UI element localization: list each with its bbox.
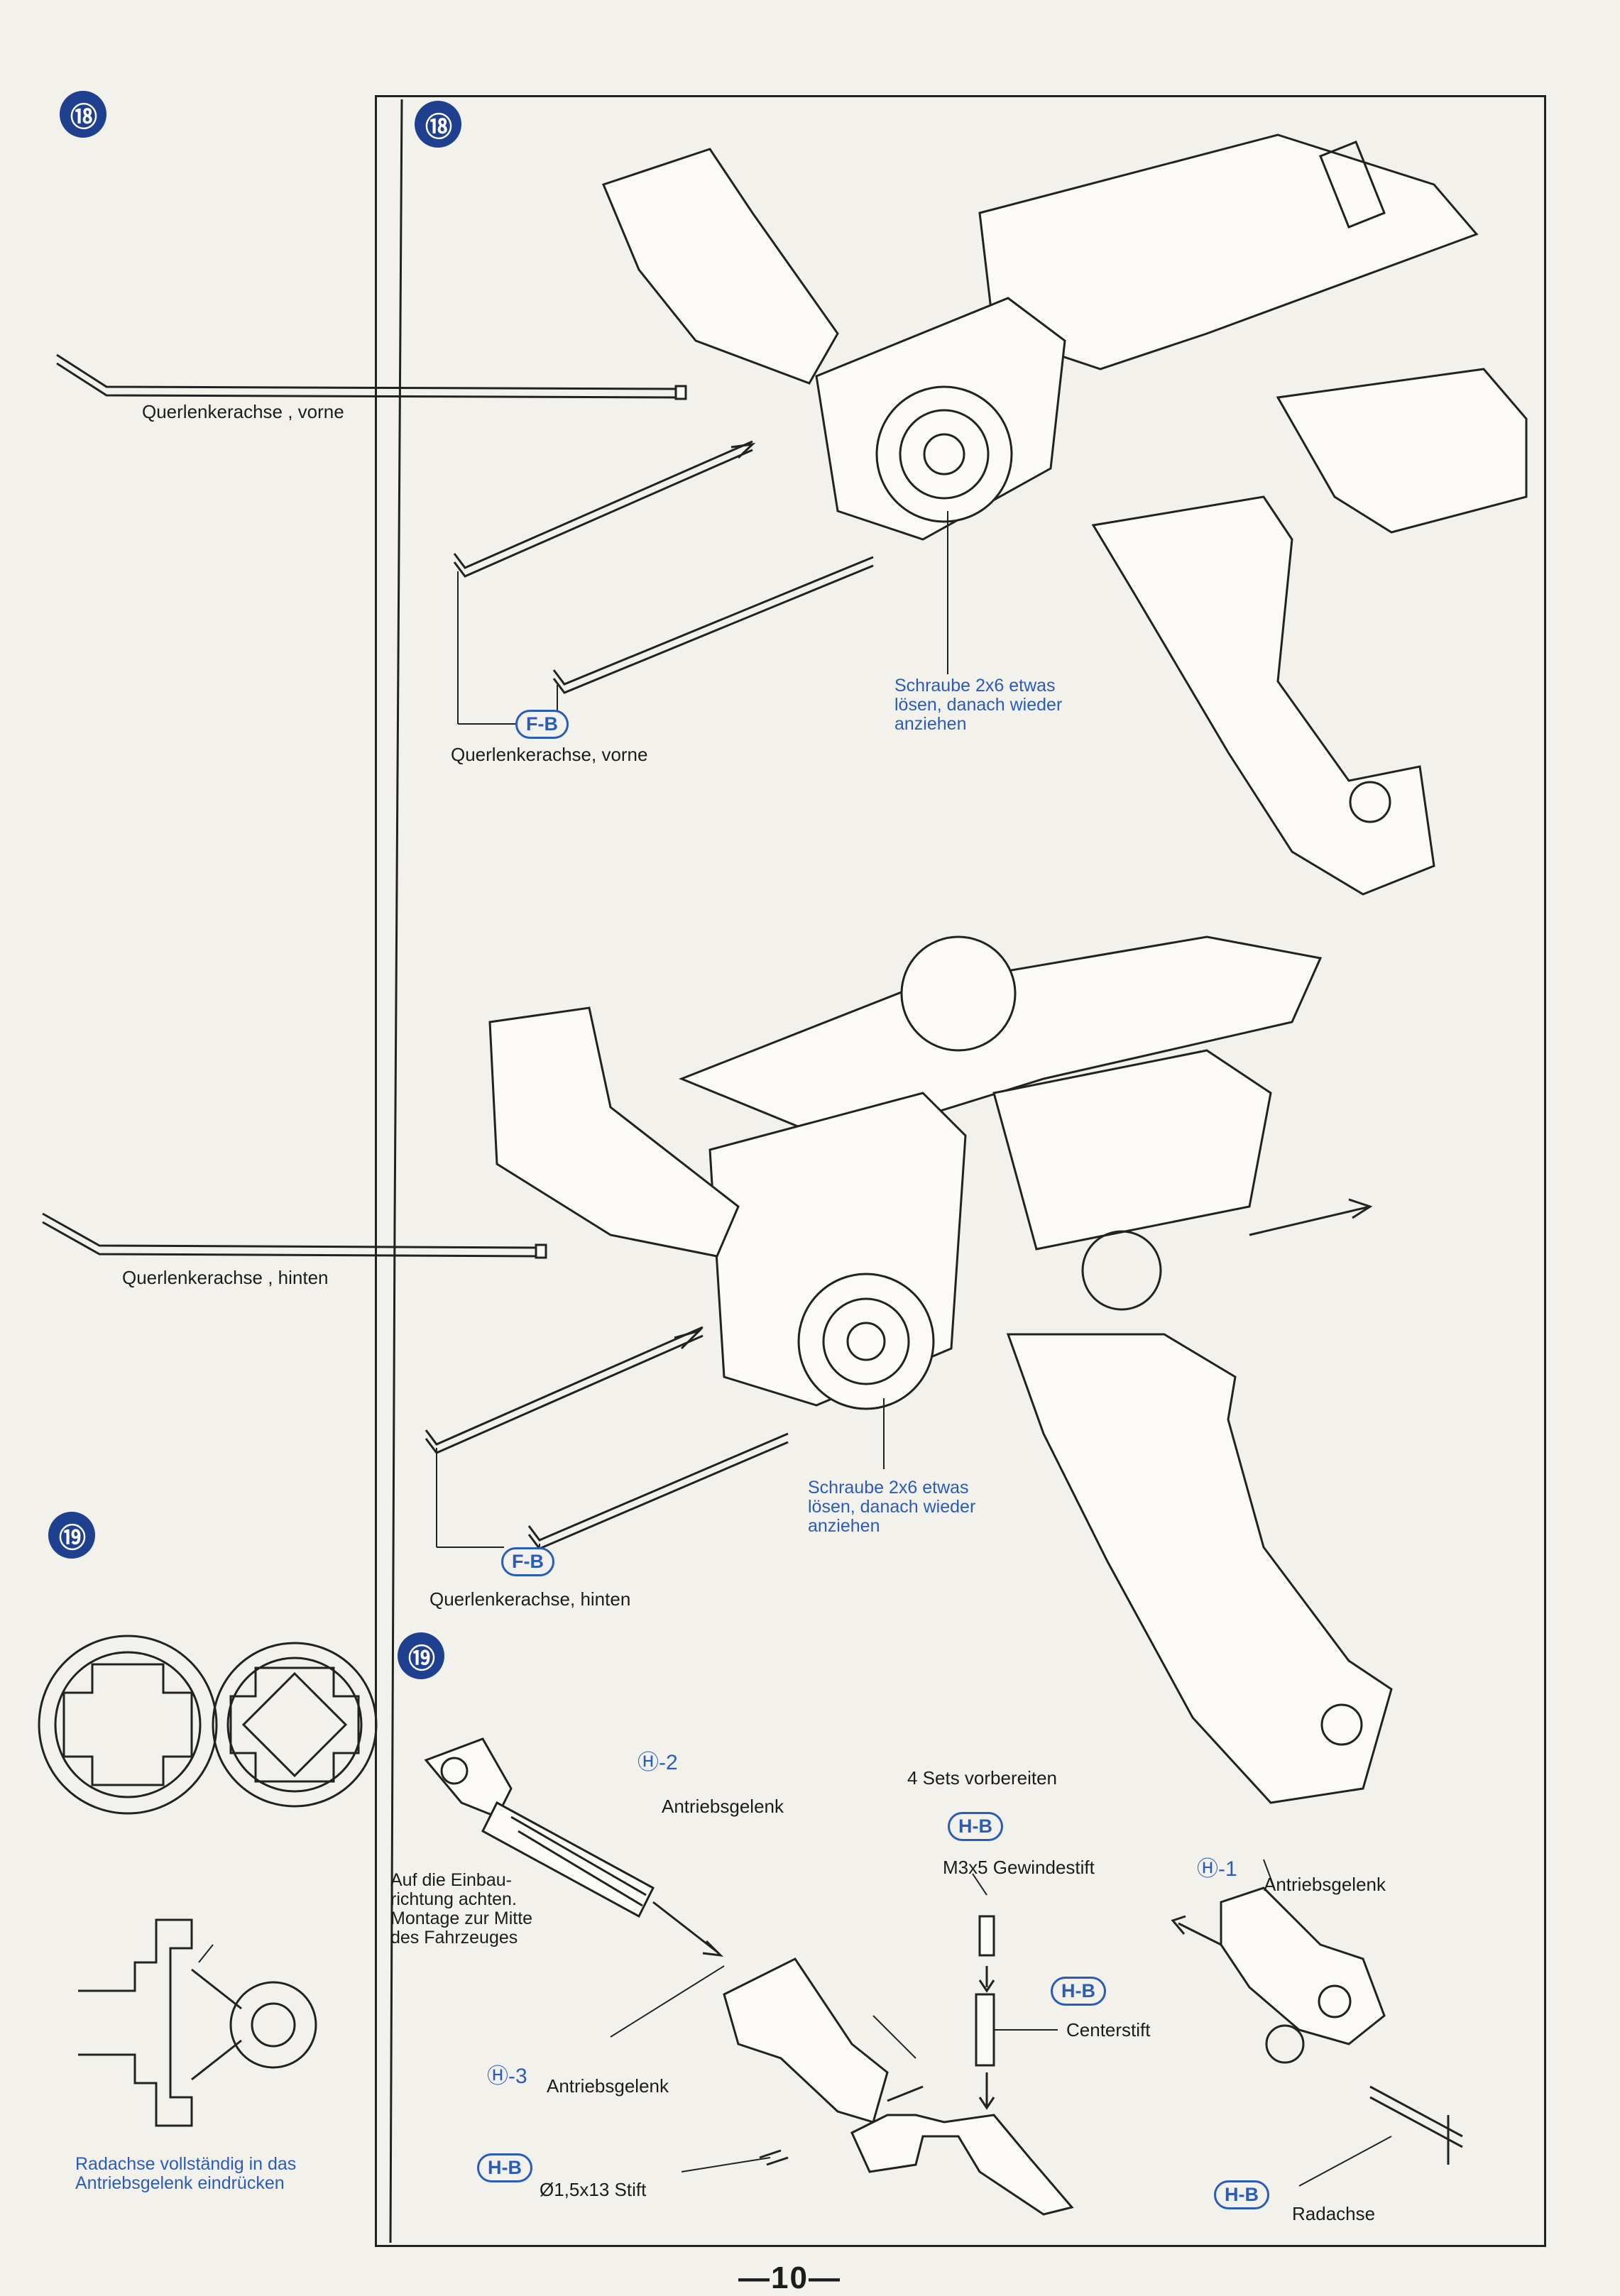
step18-front-axle-rods: [453, 440, 948, 725]
step18-front-chassis-drawing: [601, 133, 1528, 896]
radachse-note: Radachse vollständig in das Antriebsgele…: [75, 2155, 296, 2193]
screw-note-line: anziehen: [894, 714, 967, 734]
part-code-badge: H-B: [477, 2153, 532, 2182]
screw-note-rear: Schraube 2x6 etwas lösen, danach wieder …: [808, 1478, 975, 1536]
screw-note-line: lösen, danach wieder: [894, 695, 1063, 715]
orientation-note: Auf die Einbau- richtung achten. Montage…: [390, 1871, 532, 1948]
step19-driveshaft-drawing: [424, 1737, 1463, 2216]
screw-note-line: Schraube 2x6 etwas: [808, 1478, 969, 1498]
step-18-main-badge: ⑱: [415, 101, 461, 148]
radachse-note-line: Antriebsgelenk eindrücken: [75, 2173, 285, 2193]
part-code-badge: H-B: [1214, 2180, 1269, 2209]
step-19-main-badge: ⑲: [398, 1632, 444, 1679]
rear-axle-label: Querlenkerachse, hinten: [429, 1588, 631, 1610]
screw-note-line: lösen, danach wieder: [808, 1497, 976, 1517]
sidebar-rear-axle-drawing: [42, 1212, 547, 1259]
h2-label: Antriebsgelenk: [662, 1796, 784, 1817]
screw-note-line: Schraube 2x6 etwas: [894, 676, 1056, 696]
h3-label: Antriebsgelenk: [547, 2075, 669, 2097]
part-code-badge: H-B: [948, 1812, 1003, 1841]
grub-screw-label: M3x5 Gewindestift: [943, 1857, 1095, 1878]
center-pin-label: Centerstift: [1066, 2019, 1151, 2040]
main-assembly-frame: [375, 95, 1546, 2247]
orientation-note-line: Auf die Einbau-: [390, 1870, 512, 1890]
drive-cup-views: [38, 1635, 378, 1815]
orientation-note-line: des Fahrzeuges: [390, 1928, 518, 1948]
screw-note-line: anziehen: [808, 1516, 880, 1536]
part-code-badge: F-B: [515, 710, 569, 739]
h3-code: Ⓗ-3: [487, 2065, 527, 2088]
pin-label: Ø1,5x13 Stift: [540, 2179, 647, 2200]
front-axle-label: Querlenkerachse, vorne: [451, 744, 648, 765]
prepare-note: 4 Sets vorbereiten: [907, 1767, 1058, 1789]
screw-note-front: Schraube 2x6 etwas lösen, danach wieder …: [894, 676, 1062, 734]
page-number: —10—: [738, 2261, 841, 2295]
step18-rear-chassis-drawing: [488, 935, 1393, 1804]
step-18-sidebar-badge: ⑱: [60, 91, 106, 138]
radachse-note-line: Radachse vollständig in das: [75, 2154, 297, 2174]
sidebar-front-axle-label: Querlenkerachse , vorne: [142, 401, 344, 422]
orientation-note-line: Montage zur Mitte: [390, 1908, 533, 1928]
axle-insert-detail: [78, 1918, 317, 2127]
step-19-sidebar-badge: ⑲: [48, 1512, 95, 1559]
h1-label: Antriebsgelenk: [1264, 1874, 1386, 1895]
sidebar-rear-axle-label: Querlenkerachse , hinten: [122, 1267, 329, 1288]
h2-code: Ⓗ-2: [637, 1751, 678, 1774]
axle-label: Radachse: [1292, 2203, 1376, 2224]
sidebar-front-axle-drawing: [56, 353, 687, 400]
h1-code: Ⓗ-1: [1197, 1857, 1237, 1881]
orientation-note-line: richtung achten.: [390, 1889, 517, 1909]
part-code-badge: F-B: [501, 1547, 554, 1576]
part-code-badge: H-B: [1051, 1977, 1106, 2006]
